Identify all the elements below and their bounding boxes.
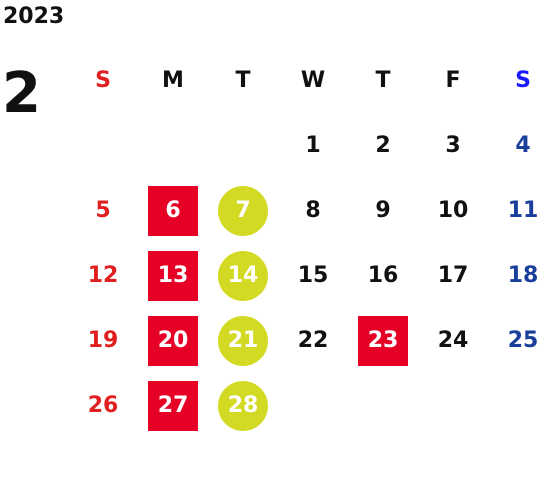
calendar-day-12[interactable]: 12 (68, 243, 138, 308)
calendar-day-27[interactable]: 27 (138, 373, 208, 438)
calendar-day-14[interactable]: 14 (208, 243, 278, 308)
calendar-day-empty (68, 113, 138, 178)
calendar-day-23[interactable]: 23 (348, 308, 418, 373)
weekday-header-wednesday: W (300, 68, 326, 93)
calendar-day-number: 18 (507, 262, 539, 288)
calendar-day-number: 17 (437, 262, 469, 288)
calendar-day-16[interactable]: 16 (348, 243, 418, 308)
calendar-day-number: 27 (148, 380, 198, 431)
calendar-day-5[interactable]: 5 (68, 178, 138, 243)
calendar-day-number: 10 (437, 197, 469, 223)
calendar-day-1[interactable]: 1 (278, 113, 348, 178)
calendar-day-19[interactable]: 19 (68, 308, 138, 373)
calendar-year: 2023 (3, 4, 65, 29)
calendar-day-number: 25 (507, 327, 539, 353)
calendar-month: 2 (2, 61, 41, 126)
calendar-day-26[interactable]: 26 (68, 373, 138, 438)
weekday-header-tuesday: T (235, 68, 251, 93)
calendar-day-number: 21 (218, 315, 268, 366)
calendar-day-24[interactable]: 24 (418, 308, 488, 373)
calendar-day-number: 13 (148, 250, 198, 301)
calendar-day-number: 15 (297, 262, 329, 288)
calendar-day-15[interactable]: 15 (278, 243, 348, 308)
calendar-day-empty (348, 373, 418, 438)
weekday-header-saturday: S (515, 68, 531, 93)
calendar-day-number: 6 (148, 185, 198, 236)
calendar-day-number: 11 (507, 197, 539, 223)
calendar-day-28[interactable]: 28 (208, 373, 278, 438)
calendar-day-number (358, 381, 408, 431)
weekday-header-friday: F (445, 68, 461, 93)
calendar-day-number (148, 121, 198, 171)
calendar-day-number: 28 (218, 380, 268, 431)
calendar-day-number: 3 (445, 132, 461, 158)
calendar-day-number (288, 381, 338, 431)
calendar-day-4[interactable]: 4 (488, 113, 548, 178)
calendar-day-empty (138, 113, 208, 178)
calendar-day-13[interactable]: 13 (138, 243, 208, 308)
calendar-day-number: 5 (95, 197, 111, 223)
calendar-day-number: 24 (437, 327, 469, 353)
calendar-day-number (78, 121, 128, 171)
calendar-day-empty (418, 373, 488, 438)
calendar-day-number (498, 381, 548, 431)
calendar-day-3[interactable]: 3 (418, 113, 488, 178)
weekday-header-sunday: S (95, 68, 111, 93)
calendar-day-number: 9 (375, 197, 391, 223)
calendar-day-number: 14 (218, 250, 268, 301)
calendar-day-number: 16 (367, 262, 399, 288)
calendar-day-number: 26 (87, 392, 119, 418)
calendar-day-18[interactable]: 18 (488, 243, 548, 308)
calendar-day-number (218, 121, 268, 171)
calendar-day-25[interactable]: 25 (488, 308, 548, 373)
weekday-header-monday: M (162, 68, 184, 93)
calendar-day-empty (488, 373, 548, 438)
calendar-day-number: 8 (305, 197, 321, 223)
calendar-day-8[interactable]: 8 (278, 178, 348, 243)
calendar-day-number: 23 (358, 315, 408, 366)
calendar-day-20[interactable]: 20 (138, 308, 208, 373)
calendar-day-number: 19 (87, 327, 119, 353)
calendar-day-number (428, 381, 478, 431)
calendar-day-2[interactable]: 2 (348, 113, 418, 178)
calendar-day-21[interactable]: 21 (208, 308, 278, 373)
calendar-day-number: 20 (148, 315, 198, 366)
calendar-day-empty (208, 113, 278, 178)
calendar-day-number: 4 (515, 132, 531, 158)
calendar-day-11[interactable]: 11 (488, 178, 548, 243)
calendar-day-number: 2 (375, 132, 391, 158)
calendar-day-number: 7 (218, 185, 268, 236)
weekday-header-thursday: T (375, 68, 391, 93)
calendar-day-22[interactable]: 22 (278, 308, 348, 373)
calendar-day-6[interactable]: 6 (138, 178, 208, 243)
calendar-day-7[interactable]: 7 (208, 178, 278, 243)
calendar-day-number: 1 (305, 132, 321, 158)
calendar-day-empty (278, 373, 348, 438)
calendar-day-9[interactable]: 9 (348, 178, 418, 243)
calendar-day-number: 22 (297, 327, 329, 353)
calendar-day-number: 12 (87, 262, 119, 288)
calendar-day-17[interactable]: 17 (418, 243, 488, 308)
calendar-day-10[interactable]: 10 (418, 178, 488, 243)
